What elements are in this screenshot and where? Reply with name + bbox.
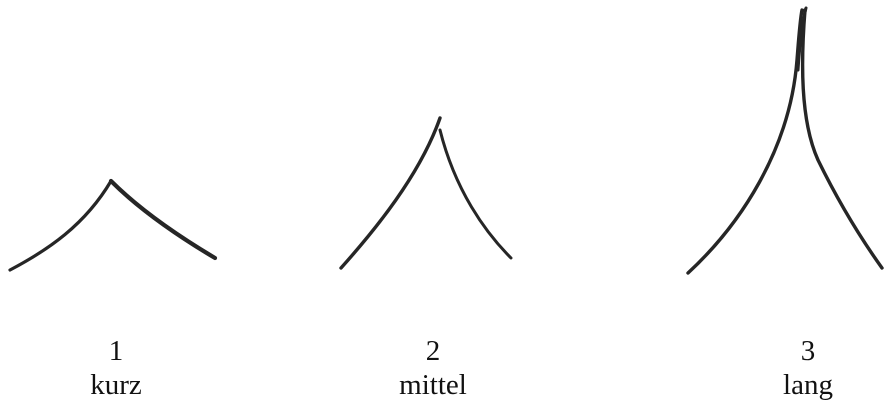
arch-medium-right-stroke	[438, 128, 513, 260]
figure-3-label: 3 lang	[748, 334, 868, 402]
figure-1-label: 1 kurz	[56, 334, 176, 402]
arch-long-tip-stroke	[796, 6, 808, 72]
arch-long	[686, 6, 884, 275]
figure-1-number: 1	[108, 335, 124, 367]
arch-short	[8, 178, 218, 272]
figure-2-label: 2 mittel	[373, 334, 493, 402]
arch-medium-left-stroke	[339, 116, 442, 270]
arch-long-right-stroke	[800, 8, 884, 270]
figure-3-number: 3	[800, 335, 816, 367]
arch-medium	[339, 116, 513, 270]
arch-short-left-stroke	[8, 179, 113, 272]
figure-2-number: 2	[425, 335, 441, 367]
arch-long-left-stroke	[686, 8, 804, 275]
figure-2-caption: mittel	[399, 369, 467, 401]
figure-3-caption: lang	[783, 369, 833, 401]
figure-1-caption: kurz	[90, 369, 142, 401]
arch-short-right-stroke	[108, 178, 218, 261]
